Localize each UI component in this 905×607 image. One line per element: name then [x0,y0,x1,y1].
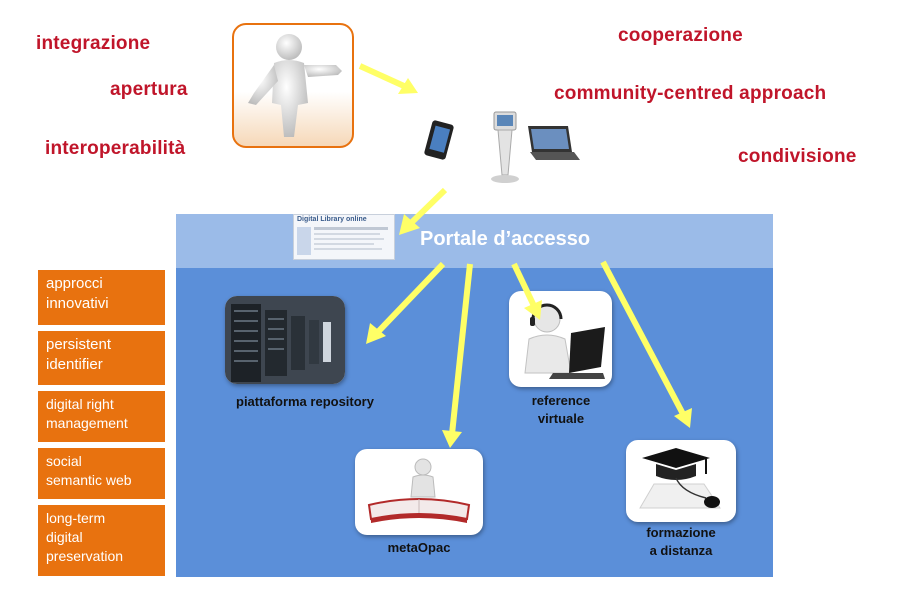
keyword-interoperabilita: interoperabilità [45,138,186,159]
reference-label-line2: virtuale [537,411,585,426]
tag-approcci-innovativi: approcci innovativi [38,270,165,325]
tag-line: digital right [46,396,114,412]
repository-label: piattaforma repository [236,394,374,409]
smartphone-icon [424,120,454,160]
tag-long-term-digital-preservation: long-term digital preservation [38,505,165,576]
tag-line: innovativi [46,295,109,312]
laptop-icon [528,126,580,160]
formazione-label-line2: a distanza [649,543,713,558]
tag-line: persistent [46,336,112,353]
server-room-icon [225,296,345,384]
formazione-label-line1: formazione [646,525,716,540]
tag-line: semantic web [46,472,132,488]
book-figure-icon [367,458,471,523]
portal-label: Portale d’accesso [420,228,591,250]
keyword-community-centred: community-centred approach [554,83,827,104]
tag-digital-right-management: digital right management [38,391,165,442]
reference-label-line1: reference [531,393,591,408]
tag-line: management [46,415,128,431]
graduation-cap-mouse-icon [639,448,721,509]
reference-card[interactable] [509,291,612,387]
thumbnail-lines-icon [297,227,388,255]
tag-line: approcci [46,275,103,292]
person-figure-icon [248,34,342,137]
keyword-integrazione: integrazione [36,33,151,54]
portal-thumbnail[interactable]: Digital Library online [293,214,395,260]
tag-persistent-identifier: persistent identifier [38,331,165,385]
tag-line: preservation [46,548,124,564]
repository-card[interactable] [225,296,345,384]
keyword-condivisione: condivisione [738,146,857,167]
tag-line: identifier [46,356,103,373]
formazione-card[interactable] [626,440,736,522]
keyword-apertura: apertura [110,79,188,100]
kiosk-icon [491,111,519,183]
tag-line: social [46,453,82,469]
keyword-cooperazione: cooperazione [618,25,743,46]
metaopac-card[interactable] [355,449,483,535]
portal-bar [176,214,773,268]
person-figure-card [232,23,354,148]
arrow-person-to-devices [358,63,418,94]
tag-line: digital [46,529,83,545]
metaopac-label: metaOpac [387,540,451,555]
headset-user-icon [524,303,605,379]
tag-social-semantic-web: social semantic web [38,448,165,499]
tag-line: long-term [46,510,106,526]
thumbnail-title: Digital Library online [297,216,367,223]
